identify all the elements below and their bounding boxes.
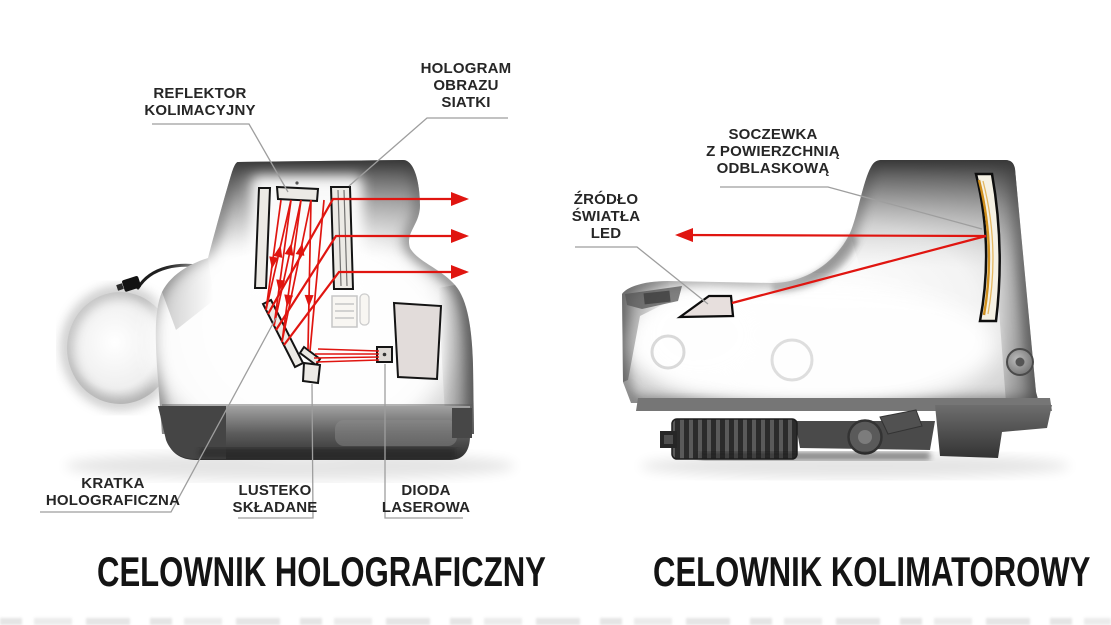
leader-folding-mirror [238,383,314,519]
adjustment-screw [1006,348,1034,376]
leader-lines [40,117,983,519]
leader-hologram [348,117,508,187]
leader-led [575,246,709,305]
label-zrodlo-swiatla-led: ŹRÓDŁO ŚWIATŁA LED [571,191,641,242]
cable-connector [122,276,141,292]
label-lusteko-skladane: LUSTEKO SKŁADANE [232,482,318,516]
label-soczewka-odblaskowa: SOCZEWKA Z POWIERZCHNIĄ ODBLASKOWĄ [706,126,840,177]
reflective-lens [974,172,1001,323]
collimator-sight-illustration [622,160,1052,460]
leader-lens [720,186,983,230]
battery-compartment [67,292,173,404]
rail-mount [636,398,1052,460]
collimating-reflector [275,185,320,203]
title-celownik-kolimatorowy: CELOWNIK KOLIMATOROWY [653,548,1091,595]
label-kratka-holograficzna: KRATKA HOLOGRAFICZNA [45,475,181,509]
label-dioda-laserowa: DIODA LASEROWA [381,482,471,516]
exit-ray-arrow-2 [275,229,469,331]
laser-diode-block [392,301,443,381]
exit-ray-arrow-3 [283,265,469,346]
leader-laser-diode [384,364,463,519]
title-celownik-holograficzny: CELOWNIK HOLOGRAFICZNY [97,548,546,595]
leader-reflector [152,123,289,193]
exit-ray-arrow [675,228,987,243]
label-reflektor-kolimacyjny: REFLEKTOR KOLIMACYJNY [144,85,256,119]
front-sight-facets [625,286,682,309]
exit-ray-arrow-1 [267,192,469,315]
holographic-sight-illustration [63,160,475,460]
laser-rays [675,228,987,305]
hologram-grating-window [329,186,355,290]
leader-grating [40,317,277,513]
led-light-source [676,294,735,319]
window-front-lens [253,187,272,289]
cropped-next-row-artifact [0,618,1111,625]
internal-module [331,293,370,328]
folding-mirror-base [301,361,322,385]
sight-base [158,404,472,460]
label-hologram-obrazu-siatki: HOLOGRAM OBRAZU SIATKI [420,60,512,111]
ray-arrowheads [269,243,314,307]
